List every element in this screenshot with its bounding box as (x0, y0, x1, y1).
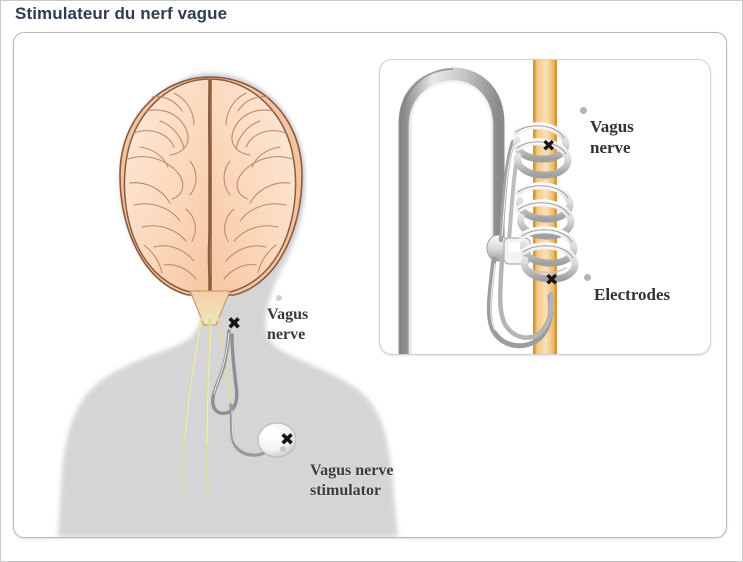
label-vagus-nerve-main: Vagus nerve (267, 306, 309, 343)
leader-dot-vagus-nerve-inset (580, 107, 587, 114)
lead-wire-loop (398, 67, 554, 354)
leader-dot-electrodes (584, 274, 591, 281)
leader-dot-stimulator (280, 446, 286, 452)
brain-illustration (119, 76, 303, 326)
label-vagus-nerve-inset: Vagus nerve (590, 117, 634, 157)
x-marker-vagus-nerve-main: ✖ (227, 314, 242, 334)
leader-dot-vagus-nerve-main (276, 295, 282, 301)
label-vagus-nerve-stimulator: Vagus nerve stimulator (310, 462, 394, 499)
stimulator-device (257, 422, 297, 458)
inset-detail-panel (379, 59, 711, 355)
page-title: Stimulateur du nerf vague (15, 4, 228, 23)
main-illustration (58, 73, 398, 537)
label-electrodes-inset: Electrodes (594, 285, 671, 304)
x-marker-electrodes: ✖ (545, 270, 559, 289)
x-marker-stimulator: ✖ (280, 430, 295, 450)
figure-panel: Vagus nerve Vagus nerve stimulator Vagus… (13, 32, 727, 538)
inset-illustration (398, 60, 579, 354)
x-marker-vagus-nerve-inset: ✖ (542, 136, 556, 155)
lead-wire (211, 329, 270, 457)
